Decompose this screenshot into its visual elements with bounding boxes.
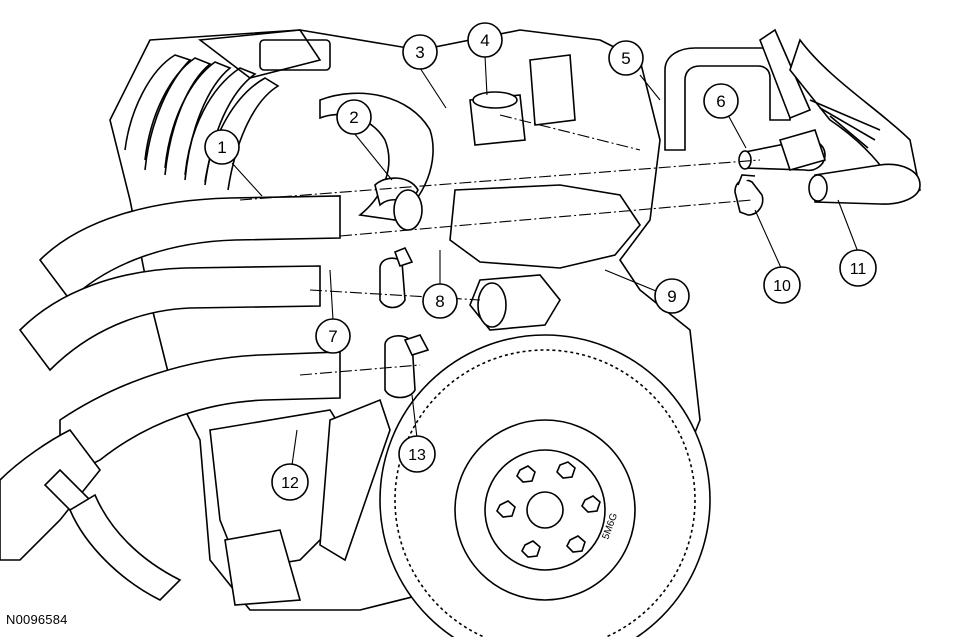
callout-4: 4 — [467, 22, 503, 58]
callout-12-label: 12 — [281, 475, 299, 492]
callout-6-label: 6 — [716, 92, 725, 111]
callout-3-label: 3 — [415, 43, 424, 62]
upper-heater-hoses — [664, 28, 921, 202]
callout-12: 12 — [271, 463, 309, 501]
thermostat-housing — [449, 54, 641, 331]
callout-8-label: 8 — [435, 292, 444, 311]
callout-7: 7 — [315, 318, 351, 354]
callout-2-label: 2 — [349, 108, 358, 127]
leader-lines — [231, 55, 859, 466]
callout-6: 6 — [703, 83, 739, 119]
flywheel-bolts — [496, 461, 601, 558]
callout-5-label: 5 — [621, 49, 630, 68]
callout-13: 13 — [398, 435, 436, 473]
callout-2: 2 — [336, 99, 372, 135]
flywheel — [379, 334, 711, 637]
callout-1: 1 — [204, 129, 240, 165]
callout-1-label: 1 — [217, 138, 226, 157]
throttle-body — [319, 92, 434, 231]
callout-9-label: 9 — [667, 287, 676, 306]
callout-10-label: 10 — [773, 278, 791, 295]
callout-3: 3 — [402, 34, 438, 70]
callout-7-label: 7 — [328, 327, 337, 346]
callout-4-label: 4 — [480, 31, 489, 50]
callout-9: 9 — [654, 278, 690, 314]
right-hose-parts — [734, 129, 921, 216]
callout-13-label: 13 — [408, 447, 426, 464]
callout-11: 11 — [839, 249, 877, 287]
figure-id: N0096584 — [6, 612, 68, 627]
callout-10: 10 — [763, 266, 801, 304]
callout-11-label: 11 — [850, 261, 867, 278]
callout-5: 5 — [608, 40, 644, 76]
left-coolant-hoses — [0, 195, 341, 601]
callout-8: 8 — [422, 283, 458, 319]
